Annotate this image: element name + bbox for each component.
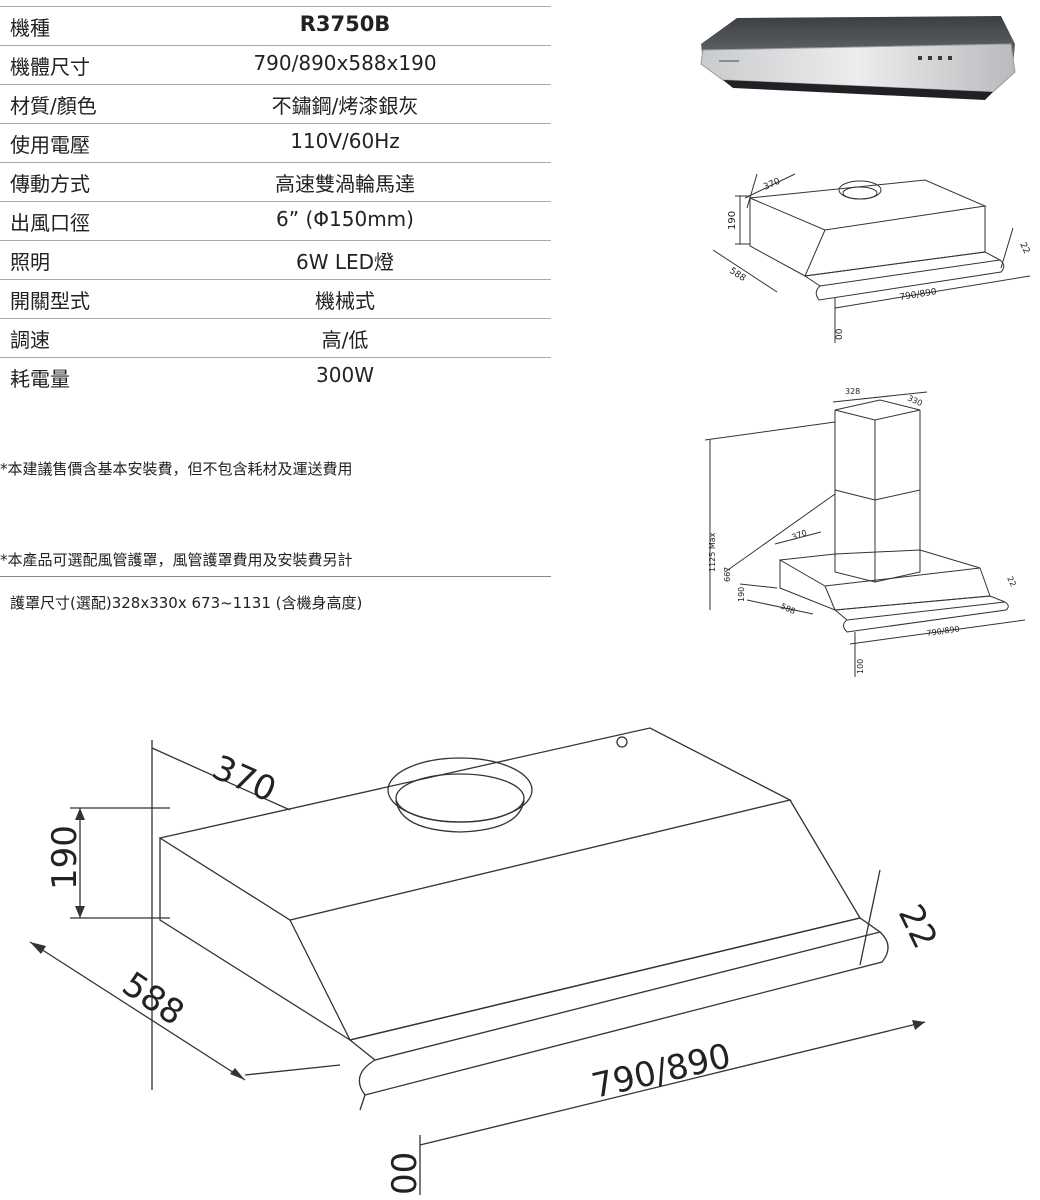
spec-row-material: 材質/顏色 不鏽鋼/烤漆銀灰 bbox=[0, 85, 551, 124]
spec-label: 開關型式 bbox=[10, 289, 90, 313]
cover-depth-label: 330 bbox=[906, 394, 924, 408]
cover-option-note: *本產品可選配風管護罩，風管護罩費用及安裝費另計 bbox=[0, 551, 353, 569]
depth-label: 370 bbox=[791, 528, 808, 542]
spec-label: 機體尺寸 bbox=[10, 55, 90, 79]
width-label: 790/890 bbox=[899, 287, 938, 303]
total-height-label: 1125 Max bbox=[708, 532, 717, 572]
spec-value: 高/低 bbox=[321, 328, 369, 352]
spec-value: 110V/60Hz bbox=[290, 129, 400, 153]
spec-value: 790/890x588x190 bbox=[253, 51, 437, 75]
spec-table: 機種 R3750B 機體尺寸 790/890x588x190 材質/顏色 不鏽鋼… bbox=[0, 6, 551, 396]
spec-label: 出風口徑 bbox=[10, 211, 90, 235]
spec-row-power: 耗電量 300W bbox=[0, 358, 551, 396]
width-label: 790/890 bbox=[588, 1036, 735, 1107]
spec-label: 傳動方式 bbox=[10, 172, 90, 196]
spec-label: 材質/顏色 bbox=[10, 94, 97, 118]
small-dimension-diagram: 190 370 588 790/890 22 00 bbox=[712, 173, 1031, 343]
spec-row-voltage: 使用電壓 110V/60Hz bbox=[0, 124, 551, 163]
side-label: 588 bbox=[727, 266, 747, 284]
height-label: 190 bbox=[737, 587, 746, 602]
height-label: 190 bbox=[727, 211, 738, 230]
spec-label: 照明 bbox=[10, 250, 50, 274]
spec-label: 耗電量 bbox=[10, 367, 70, 391]
width-label: 790/890 bbox=[926, 624, 960, 638]
spec-value: 不鏽鋼/烤漆銀灰 bbox=[271, 94, 419, 118]
lip-label: 22 bbox=[1005, 575, 1018, 588]
cover-dimension-diagram: 1125 Max 667 190 328 330 370 588 790/890… bbox=[704, 387, 1026, 677]
depth-label: 370 bbox=[762, 177, 782, 193]
lip-label: 22 bbox=[890, 898, 945, 954]
bottom-label: 00 bbox=[385, 1152, 425, 1195]
spec-row-switch: 開關型式 機械式 bbox=[0, 280, 551, 319]
spec-row-model: 機種 R3750B bbox=[0, 6, 551, 46]
spec-value: 高速雙渦輪馬達 bbox=[275, 172, 415, 196]
spec-row-drive: 傳動方式 高速雙渦輪馬達 bbox=[0, 163, 551, 202]
product-photo bbox=[700, 16, 1016, 100]
bottom-label: 00 bbox=[835, 328, 845, 340]
note-divider bbox=[0, 576, 551, 577]
side-label: 588 bbox=[779, 602, 797, 616]
large-dimension-diagram: 190 370 588 790/890 22 00 bbox=[29, 727, 945, 1195]
spec-value: 6W LED燈 bbox=[295, 250, 395, 274]
lip-label: 22 bbox=[1017, 241, 1031, 256]
spec-value: 機械式 bbox=[315, 289, 375, 313]
cover-size-note: 護罩尺寸(選配)328x330x 673~1131 (含機身高度) bbox=[10, 594, 363, 612]
spec-label: 使用電壓 bbox=[10, 133, 90, 157]
cover-height-label: 667 bbox=[723, 567, 732, 582]
spec-row-speed: 調速 高/低 bbox=[0, 319, 551, 358]
spec-row-dimensions: 機體尺寸 790/890x588x190 bbox=[0, 46, 551, 85]
height-label: 190 bbox=[45, 825, 85, 890]
bottom-label: 100 bbox=[856, 659, 865, 674]
spec-label: 機種 bbox=[10, 16, 50, 40]
price-note: *本建議售價含基本安裝費，但不包含耗材及運送費用 bbox=[0, 460, 353, 478]
spec-row-outlet: 出風口徑 6” (Φ150mm) bbox=[0, 202, 551, 241]
spec-value: 6” (Φ150mm) bbox=[276, 207, 414, 231]
spec-value: 300W bbox=[316, 363, 374, 387]
side-label: 588 bbox=[115, 964, 191, 1033]
spec-row-lighting: 照明 6W LED燈 bbox=[0, 241, 551, 280]
spec-value: R3750B bbox=[299, 12, 391, 36]
cover-width-label: 328 bbox=[845, 387, 860, 396]
spec-label: 調速 bbox=[10, 328, 50, 352]
